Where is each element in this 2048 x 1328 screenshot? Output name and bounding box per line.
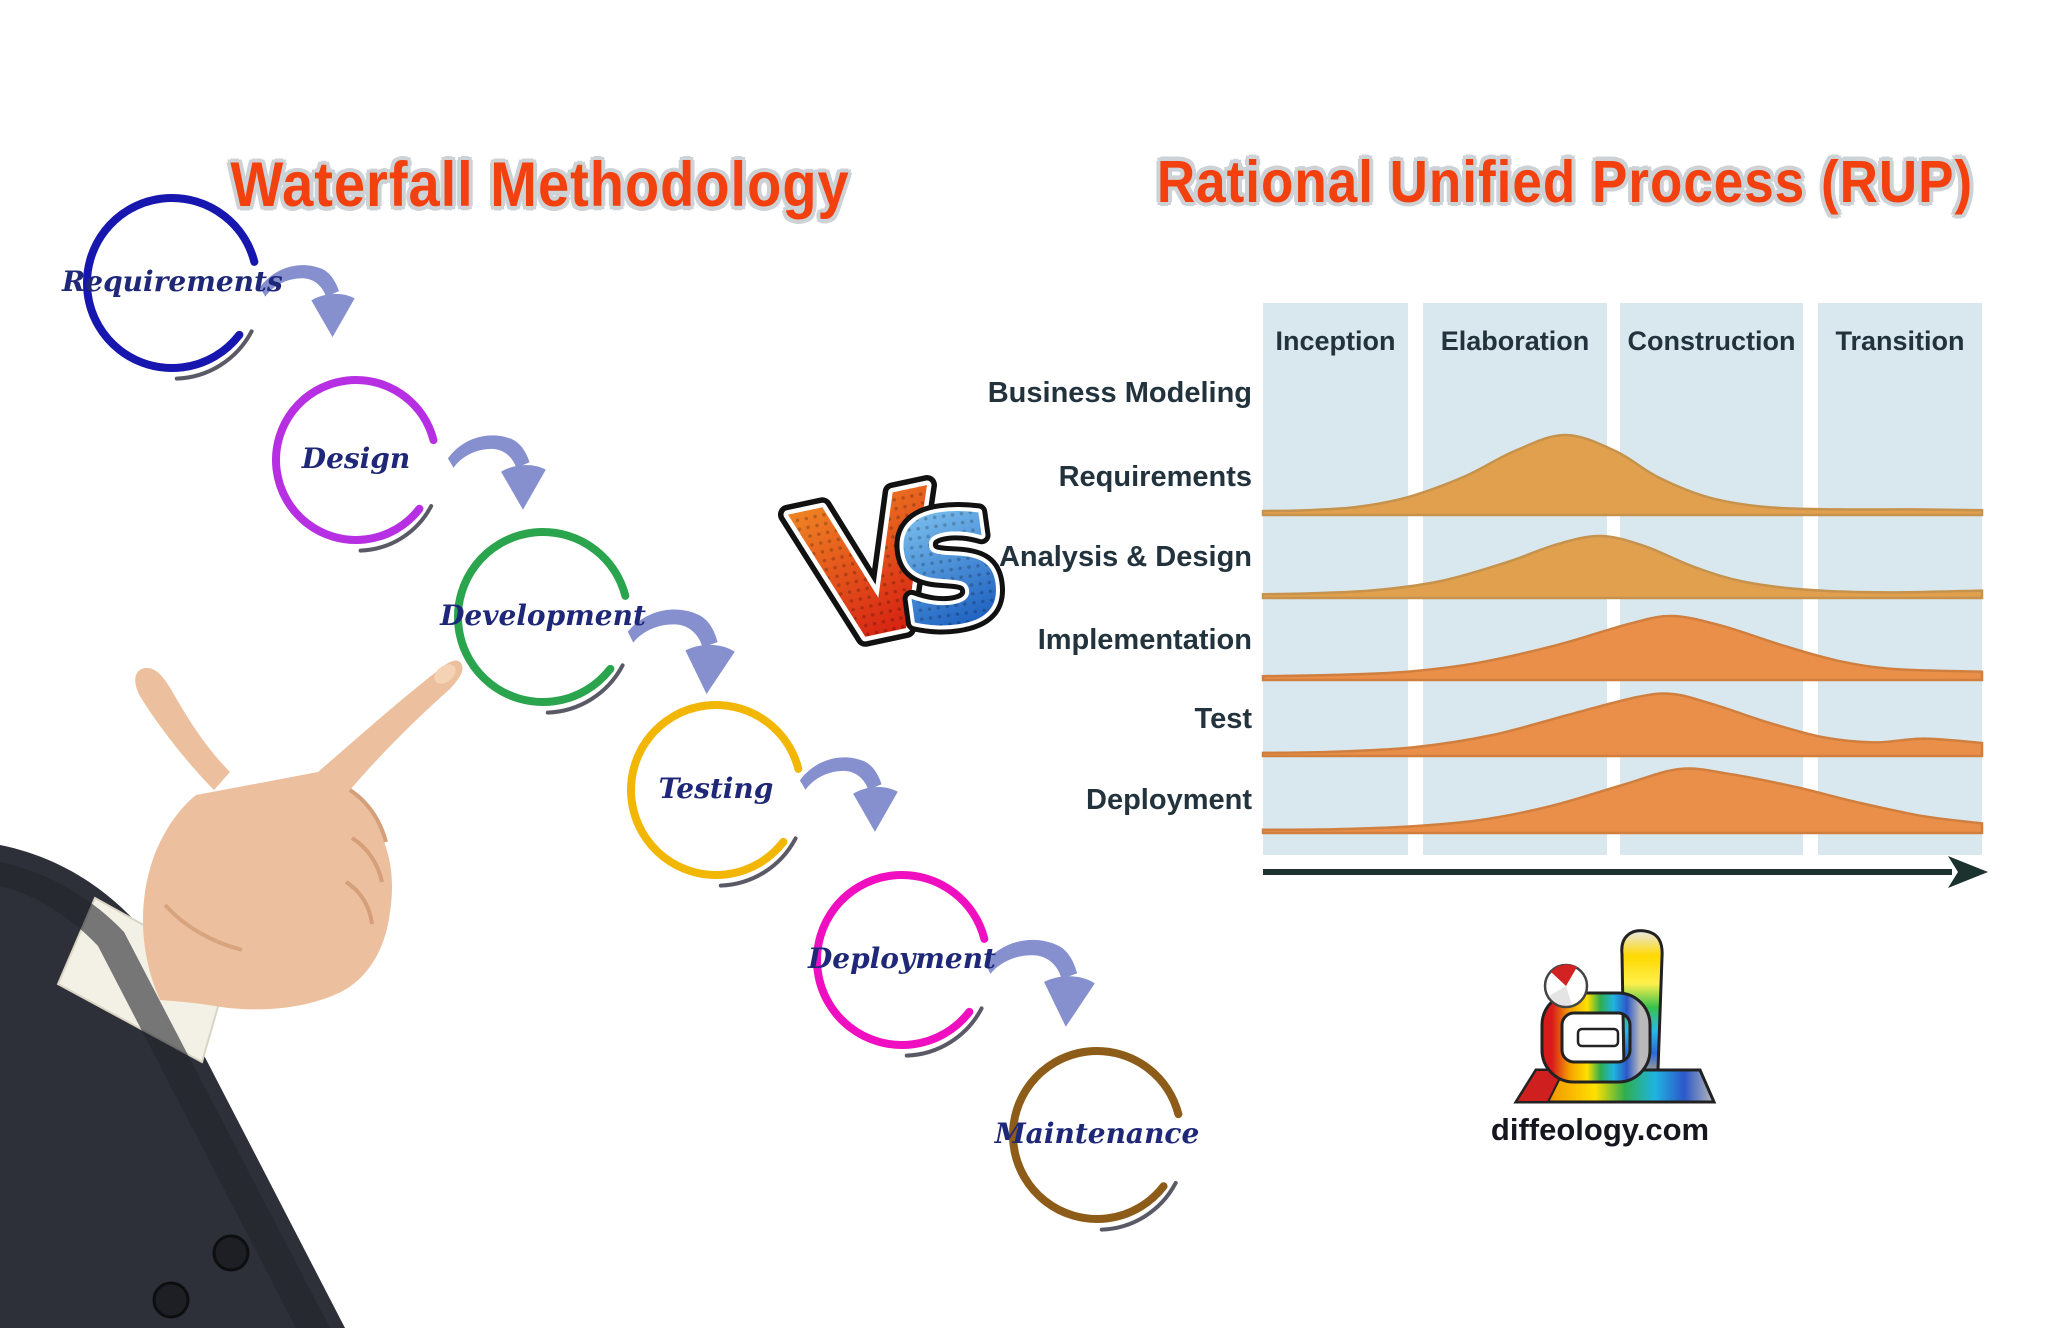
rup-title: Rational Unified Process (RUP): [1156, 149, 1974, 216]
effort-hump-band-3: [1261, 692, 1984, 758]
vs-letter-s: S: [885, 478, 1016, 665]
svg-text:S: S: [885, 478, 1016, 665]
step-circle-requirements: [83, 194, 264, 381]
effort-hump-band-4: [1261, 767, 1984, 835]
pointing-hand-illustration: [0, 660, 463, 1328]
step-circle-design: [272, 376, 443, 553]
step-circle-testing: [627, 701, 808, 888]
effort-hump-band-2: [1261, 614, 1984, 682]
discipline-label-implementation: Implementation: [1037, 624, 1252, 656]
phase-header-elaboration: Elaboration: [1440, 326, 1590, 356]
step-label-testing: Testing: [658, 772, 774, 805]
waterfall-title: Waterfall Methodology: [230, 149, 850, 220]
timeline-axis-arrow: [1263, 856, 1988, 888]
effort-hump-band-0: [1261, 433, 1984, 517]
step-circle-deployment: [813, 871, 994, 1058]
phase-header-transition: Transition: [1835, 326, 1965, 356]
step-label-design: Design: [301, 442, 411, 475]
discipline-label-deployment: Deployment: [1086, 784, 1252, 816]
phase-header-construction: Construction: [1627, 326, 1796, 356]
discipline-label-requirements: Requirements: [1058, 461, 1252, 493]
discipline-label-analysis-design: Analysis & Design: [998, 541, 1252, 573]
discipline-label-test: Test: [1194, 703, 1252, 735]
hand: [142, 660, 463, 1010]
step-circle-development: [454, 528, 635, 715]
logo-d-bowl: [1543, 994, 1649, 1081]
diffeology-logo: [1513, 929, 1717, 1104]
step-label-development: Development: [440, 599, 646, 632]
step-label-requirements: Requirements: [62, 265, 283, 298]
vs-badge: V V V V S S S S: [769, 438, 1025, 700]
step-label-deployment: Deployment: [808, 942, 996, 975]
phase-column-transition: [1818, 303, 1982, 855]
website-label: diffeology.com: [1490, 1112, 1710, 1147]
fingernail: [434, 664, 456, 684]
waterfall-steps: [83, 194, 1188, 1232]
step-circle-maintenance: [1009, 1047, 1188, 1232]
discipline-label-business-modeling: Business Modeling: [987, 377, 1252, 409]
step-label-maintenance: Maintenance: [994, 1117, 1200, 1150]
rup-effort-humps: [1261, 433, 1984, 835]
effort-hump-band-1: [1261, 534, 1984, 600]
sleeve-button: [212, 1234, 250, 1272]
phase-column-inception: [1263, 303, 1408, 855]
phase-header-inception: Inception: [1275, 326, 1396, 356]
thumb: [135, 668, 230, 790]
sleeve-button: [152, 1281, 190, 1319]
